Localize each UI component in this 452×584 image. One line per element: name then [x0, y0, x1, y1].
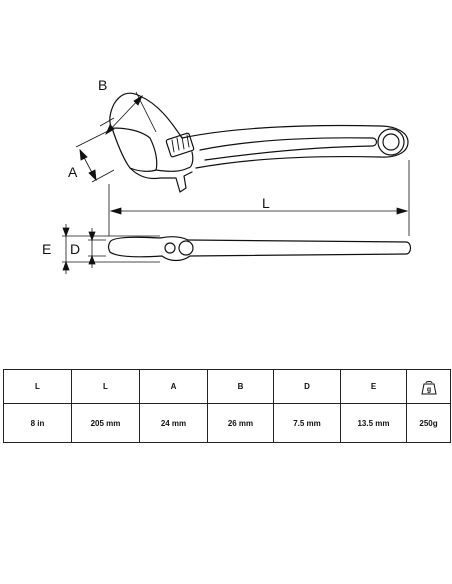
value-handle-thickness: 7.5 mm [273, 403, 341, 443]
header-length-in: L [3, 369, 72, 404]
side-view-knurl [178, 240, 194, 256]
dimension-label-A: A [68, 164, 78, 180]
value-jaw-depth: 26 mm [207, 403, 274, 443]
header-head-thickness: E [340, 369, 407, 404]
value-weight: 250g [406, 403, 451, 443]
handle-groove [199, 137, 378, 161]
dimension-label-B: B [98, 77, 107, 93]
wrench-side-view [107, 236, 412, 262]
side-view-hole [164, 242, 176, 254]
value-head-thickness: 13.5 mm [340, 403, 407, 443]
worm-screw [165, 132, 195, 158]
wrench-handle [181, 124, 409, 169]
movable-jaw [129, 167, 193, 193]
dimension-label-E: E [42, 241, 51, 257]
ring-end-inner [382, 133, 400, 151]
spec-table-value-row: 8 in 205 mm 24 mm 26 mm 7.5 mm 13.5 mm 2… [3, 403, 451, 443]
weight-icon: g [420, 380, 437, 394]
weight-icon-glyph: g [426, 386, 430, 393]
wrench-technical-drawing: L A B E D [42, 77, 412, 274]
header-handle-thickness: D [273, 369, 341, 404]
ring-end-outer [377, 128, 405, 156]
header-weight: g [406, 369, 451, 404]
wrench-head [109, 92, 194, 172]
spec-table-header-row: L L A B D E g [3, 369, 451, 404]
dimension-label-D: D [70, 241, 80, 257]
value-length-in: 8 in [3, 403, 72, 443]
fixed-jaw-inner [111, 127, 157, 172]
value-jaw-width: 24 mm [139, 403, 208, 443]
worm-thread [171, 134, 190, 153]
spec-table: L L A B D E g 8 in 205 mm 24 mm 26 mm 7.… [3, 369, 451, 443]
header-length-mm: L [71, 369, 140, 404]
value-length-mm: 205 mm [71, 403, 140, 443]
header-jaw-depth: B [207, 369, 274, 404]
dimension-label-L: L [262, 195, 270, 211]
header-jaw-width: A [139, 369, 208, 404]
